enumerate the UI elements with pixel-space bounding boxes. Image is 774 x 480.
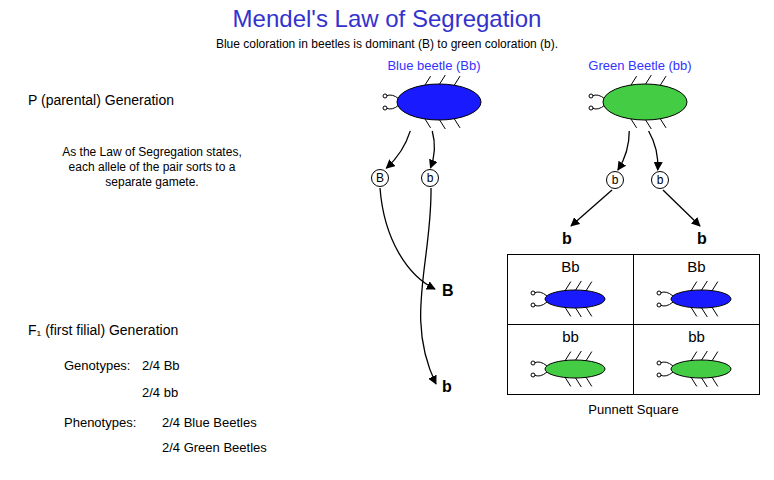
punnett-cell: bb	[633, 324, 760, 395]
gamete-circle: b	[606, 171, 624, 189]
punnett-square: Punnett SquareBbBbbbbb	[507, 254, 760, 394]
diagram-title: Mendel's Law of Segregation	[0, 4, 774, 34]
gamete-arrow	[618, 131, 629, 170]
note-label: P (parental) Generation	[28, 92, 174, 110]
genotype-text: bb	[634, 328, 759, 345]
allele-letter: b	[427, 171, 434, 185]
note-label: F₁ (first filial) Generation	[28, 322, 178, 340]
note-label: Genotypes:	[64, 358, 131, 374]
punnett-cell: Bb	[507, 254, 634, 325]
note-label: Blue coloration in beetles is dominant (…	[0, 37, 774, 52]
beetle-figure	[377, 74, 491, 130]
beetle-heading: Green Beetle (bb)	[580, 58, 700, 74]
beetle-node: Blue beetle (Bb)	[375, 58, 493, 130]
punnett-cell: Bb	[633, 254, 760, 325]
beetle-figure	[583, 74, 697, 130]
allele-letter: b	[612, 173, 619, 187]
gamete-arrow	[649, 131, 658, 170]
beetle-figure	[509, 345, 633, 391]
note-label: As the Law of Segregation states, each a…	[52, 145, 252, 190]
punnett-cell: bb	[507, 324, 634, 395]
allele-arrow	[380, 188, 435, 289]
note-label: 2/4 Bb	[142, 358, 180, 374]
allele-letter: B	[376, 171, 384, 185]
genotype-text: bb	[508, 328, 633, 345]
note-label: Phenotypes:	[64, 415, 136, 431]
genotype-text: Bb	[508, 258, 633, 275]
beetle-figure	[509, 275, 633, 321]
beetle-node: Green Beetle (bb)	[580, 58, 700, 130]
allele-arrow	[571, 190, 612, 226]
genotype-text: Bb	[634, 258, 759, 275]
note-label: 2/4 Blue Beetles	[162, 415, 257, 431]
gamete-arrow	[430, 131, 434, 168]
note-label: b	[697, 229, 707, 249]
beetle-figure	[635, 345, 759, 391]
gamete-circle: b	[651, 171, 669, 189]
note-label: 2/4 bb	[142, 385, 178, 401]
allele-letter: b	[657, 173, 664, 187]
beetle-heading: Blue beetle (Bb)	[375, 58, 493, 74]
allele-arrow	[421, 188, 436, 384]
beetle-figure	[635, 275, 759, 321]
note-label: b	[562, 229, 572, 249]
gamete-arrow	[386, 131, 410, 168]
note-label: b	[442, 377, 452, 397]
note-label: B	[442, 281, 454, 301]
gamete-circle: B	[371, 169, 389, 187]
note-label: 2/4 Green Beetles	[162, 440, 267, 456]
square-caption: Punnett Square	[507, 402, 760, 417]
gamete-circle: b	[421, 169, 439, 187]
allele-arrow	[663, 190, 700, 226]
